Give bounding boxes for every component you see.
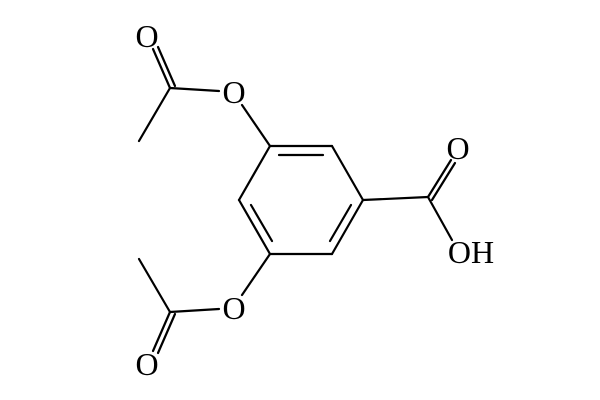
bond-top-ester-oxygen-to-carbonyl (168, 86, 221, 93)
carboxyl-co-double-line-2 (430, 161, 457, 202)
ring-inner-double-lower-left (249, 203, 274, 243)
bottom-carbonyl-double-line-1 (151, 310, 172, 353)
top-carbonyl-double-line-2 (156, 45, 177, 88)
ring-bond-lower-right (330, 198, 365, 256)
ring-bond-upper-right (330, 144, 365, 202)
bond-ring-to-bottom-ester-oxygen (240, 252, 272, 297)
bottom-ester-oxygen-label: O (222, 290, 245, 326)
hydroxyl-label: OH (448, 234, 494, 270)
bottom-carbonyl-oxygen-label: O (135, 346, 158, 382)
bond-ring-to-top-ester-oxygen (240, 103, 272, 148)
carboxyl-oxygen-label: O (446, 130, 469, 166)
ring-inner-double-lower-right (328, 203, 353, 243)
top-carbonyl-oxygen-label: O (135, 18, 158, 54)
top-carbonyl-double-line-1 (151, 47, 172, 90)
carboxyl-co-double-line-1 (426, 158, 453, 199)
bond-carboxyl-to-hydroxyl (426, 195, 454, 242)
top-ester-oxygen-label: O (222, 74, 245, 110)
ring-bond-lower-left (237, 198, 272, 256)
bond-ring-to-carboxyl-carbon (361, 195, 430, 202)
bottom-carbonyl-double-line-2 (156, 312, 177, 355)
bond-bottom-ester-oxygen-to-carbonyl (168, 307, 221, 314)
bond-top-carbonyl-to-methyl (137, 86, 172, 143)
ring-bond-upper-left (237, 144, 272, 202)
bond-bottom-carbonyl-to-methyl (137, 257, 172, 314)
